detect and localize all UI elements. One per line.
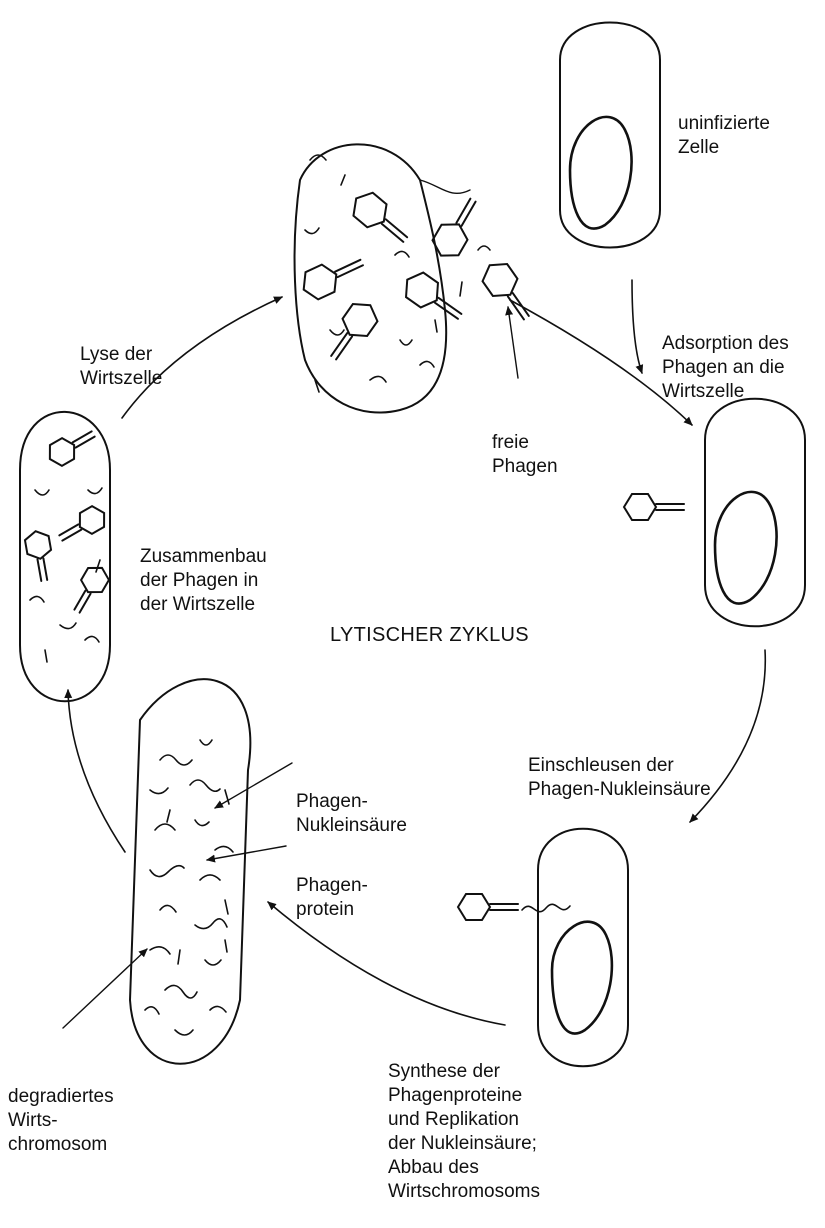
uninfected-cell bbox=[560, 23, 660, 248]
label-phage-protein: Phagen-protein bbox=[296, 826, 368, 946]
diagram-title: LYTISCHER ZYKLUS bbox=[330, 624, 529, 647]
synthesis-cell bbox=[130, 679, 250, 1063]
assembly-cell bbox=[20, 412, 112, 701]
lysed-cell bbox=[295, 144, 539, 412]
cycle-arrows bbox=[68, 280, 765, 1025]
adsorption-cell bbox=[624, 399, 805, 627]
